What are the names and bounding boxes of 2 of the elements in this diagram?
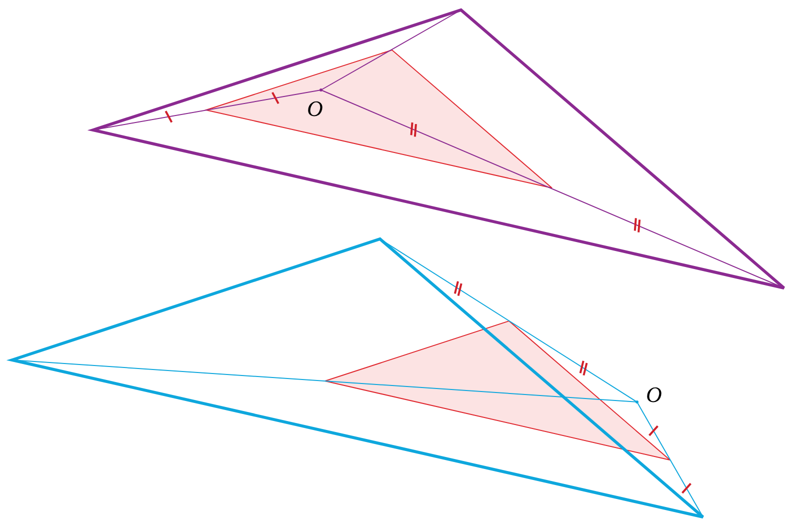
point-label: O bbox=[307, 98, 323, 120]
point-label: O bbox=[646, 384, 662, 406]
